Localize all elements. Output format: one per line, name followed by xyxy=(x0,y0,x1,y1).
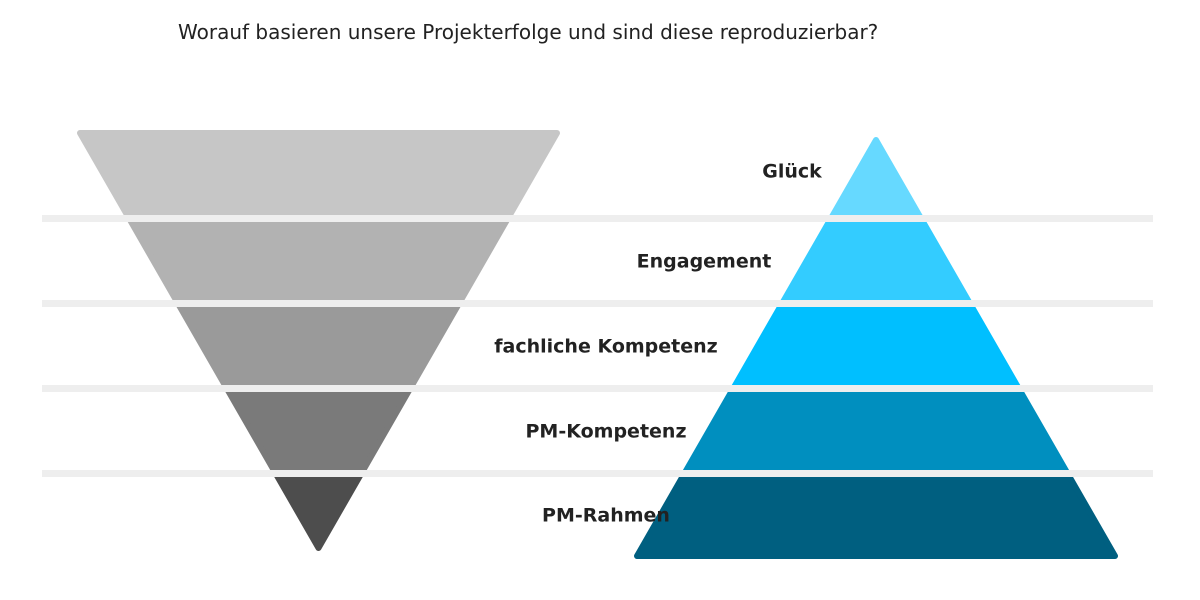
pyramid-segment-fachliche-kompetenz xyxy=(730,300,1022,391)
divider-line xyxy=(42,300,1153,307)
level-label-engagement: Engagement xyxy=(637,251,772,273)
level-label-pm-kompetenz: PM-Kompetenz xyxy=(526,421,687,443)
level-label-pm-rahmen: PM-Rahmen xyxy=(542,505,670,527)
funnel-segment-engagement xyxy=(125,215,512,306)
level-label-fachliche-kompetenz: fachliche Kompetenz xyxy=(494,336,717,358)
page-title: Worauf basieren unsere Projekterfolge un… xyxy=(178,20,879,44)
level-dividers xyxy=(42,215,1153,477)
funnel-segment-pm-kompetenz xyxy=(223,385,414,476)
divider-line xyxy=(42,215,1153,222)
level-label-gl-ck: Glück xyxy=(762,161,822,183)
pyramid-segment-engagement xyxy=(779,215,973,306)
pyramid-segment-pm-kompetenz xyxy=(681,385,1071,476)
divider-line xyxy=(42,470,1153,477)
pyramid-segment-gl-ck xyxy=(828,137,924,221)
inverted-funnel xyxy=(77,130,560,551)
divider-line xyxy=(42,385,1153,392)
funnel-segment-gl-ck xyxy=(77,130,560,221)
pyramid-segment-pm-rahmen xyxy=(634,470,1118,559)
funnel-segment-pm-rahmen xyxy=(272,470,365,551)
funnel-segment-fachliche-kompetenz xyxy=(174,300,463,391)
